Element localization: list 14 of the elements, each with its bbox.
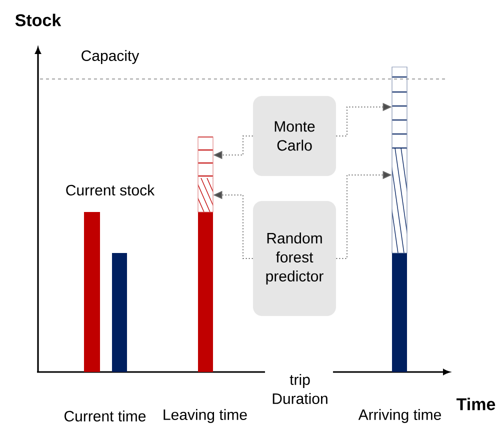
stock-bar [84, 212, 100, 372]
axis-title: Time [456, 398, 496, 410]
time-label: Current time [64, 410, 146, 422]
stock-bar [198, 136, 214, 372]
bar-label: Current stock [66, 184, 155, 196]
stock-bar [112, 253, 127, 372]
time-label: Leaving time [164, 409, 247, 423]
axis-title: Stock [15, 14, 62, 26]
method-box: Random forest predictor [253, 201, 336, 316]
stock-bar [392, 66, 408, 372]
method-box: Monte Carlo [253, 96, 336, 176]
time-label: Arriving time [358, 409, 441, 423]
duration-label: trip Duration [272, 374, 328, 404]
capacity-label: Capacity [82, 50, 140, 64]
